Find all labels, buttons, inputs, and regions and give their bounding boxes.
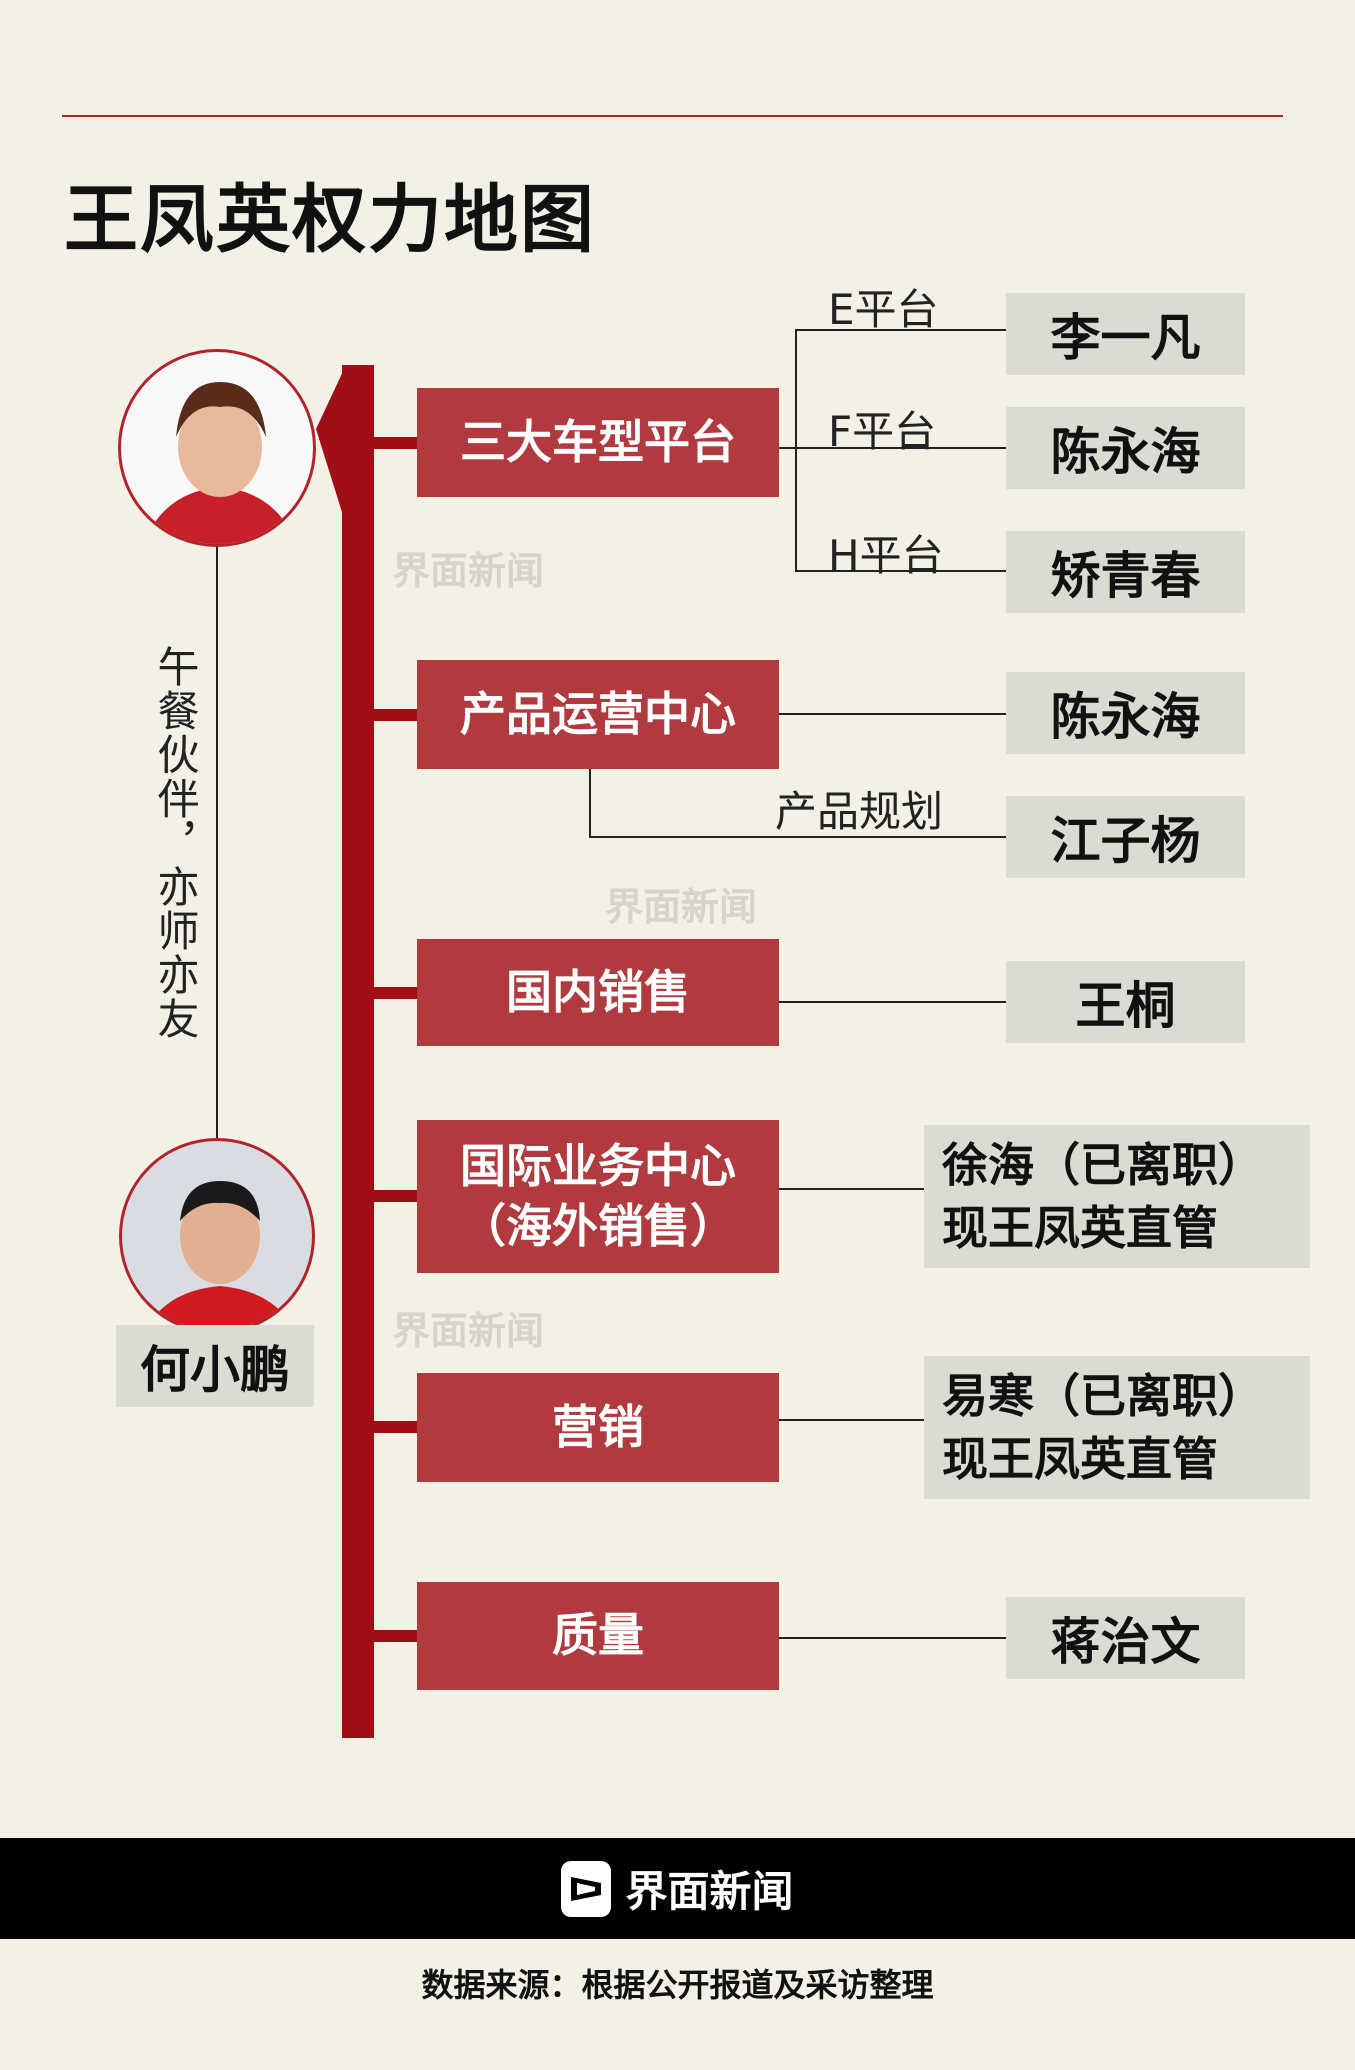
avatar-wang-fengying bbox=[118, 349, 316, 547]
branch-stub bbox=[370, 1421, 420, 1433]
watermark: 界面新闻 bbox=[605, 885, 758, 929]
footer-brand-bar: 界面新闻 bbox=[0, 1838, 1355, 1939]
relation-line bbox=[216, 547, 218, 1139]
product-planning-label: 产品规划 bbox=[775, 787, 944, 836]
connector bbox=[779, 1419, 924, 1421]
dept-marketing: 营销 bbox=[417, 1373, 779, 1482]
platform-f-label: F平台 bbox=[828, 407, 937, 456]
branch-stub bbox=[370, 437, 420, 449]
person-xu-hai-line2: 现王凤英直管 bbox=[942, 1200, 1218, 1255]
branch-stub bbox=[370, 709, 420, 721]
connector bbox=[779, 1188, 924, 1190]
dept-international-line2: （海外销售） bbox=[460, 1198, 736, 1253]
person-chen-yonghai-2: 陈永海 bbox=[1006, 672, 1245, 754]
person-yi-han-line2: 现王凤英直管 bbox=[942, 1431, 1218, 1486]
brand-logo-icon bbox=[561, 1860, 612, 1917]
platform-h-label: H平台 bbox=[828, 531, 944, 580]
connector bbox=[795, 447, 1006, 449]
dept-international-line1: 国际业务中心 bbox=[460, 1138, 736, 1193]
person-xu-hai-line1: 徐海（已离职） bbox=[942, 1138, 1264, 1193]
connector bbox=[795, 329, 1006, 331]
org-spine bbox=[342, 365, 374, 1738]
dept-quality: 质量 bbox=[417, 1582, 779, 1690]
avatar-he-xiaopeng bbox=[119, 1138, 315, 1334]
title-rule bbox=[62, 115, 1283, 117]
connector bbox=[779, 713, 1006, 715]
connector bbox=[589, 769, 591, 838]
person-xu-hai: 徐海（已离职） 现王凤英直管 bbox=[924, 1125, 1310, 1268]
watermark: 界面新闻 bbox=[392, 549, 545, 593]
dept-product-ops: 产品运营中心 bbox=[417, 660, 779, 769]
connector bbox=[779, 1001, 1006, 1003]
branch-stub bbox=[370, 987, 420, 999]
person-wang-tong: 王桐 bbox=[1006, 961, 1245, 1043]
branch-stub bbox=[370, 1630, 420, 1642]
platform-e-label: E平台 bbox=[828, 285, 939, 334]
person-jiang-zhiwen: 蒋治文 bbox=[1006, 1597, 1245, 1679]
data-source: 数据来源：根据公开报道及采访整理 bbox=[421, 1966, 934, 2004]
dept-domestic-sales: 国内销售 bbox=[417, 939, 779, 1046]
dept-international: 国际业务中心 （海外销售） bbox=[417, 1120, 779, 1273]
page-title: 王凤英权力地图 bbox=[64, 177, 596, 263]
connector bbox=[589, 836, 1006, 838]
person-li-yifan: 李一凡 bbox=[1006, 293, 1245, 375]
watermark: 界面新闻 bbox=[392, 1309, 545, 1353]
person-jiao-qingchun: 矫青春 bbox=[1006, 531, 1245, 613]
person-chen-yonghai: 陈永海 bbox=[1006, 407, 1245, 489]
dept-platforms: 三大车型平台 bbox=[417, 388, 779, 497]
person-yi-han: 易寒（已离职） 现王凤英直管 bbox=[924, 1356, 1310, 1499]
connector bbox=[779, 447, 795, 449]
person-jiang-ziyang: 江子杨 bbox=[1006, 796, 1245, 878]
branch-stub bbox=[370, 1190, 420, 1202]
connector bbox=[795, 570, 1006, 572]
connector bbox=[779, 1637, 1006, 1639]
brand-name: 界面新闻 bbox=[625, 1867, 794, 1916]
person-yi-han-line1: 易寒（已离职） bbox=[942, 1369, 1264, 1424]
connector bbox=[795, 330, 797, 572]
relation-label: 午餐伙伴，亦师亦友 bbox=[151, 645, 200, 1041]
person-he-xiaopeng: 何小鹏 bbox=[116, 1325, 314, 1407]
